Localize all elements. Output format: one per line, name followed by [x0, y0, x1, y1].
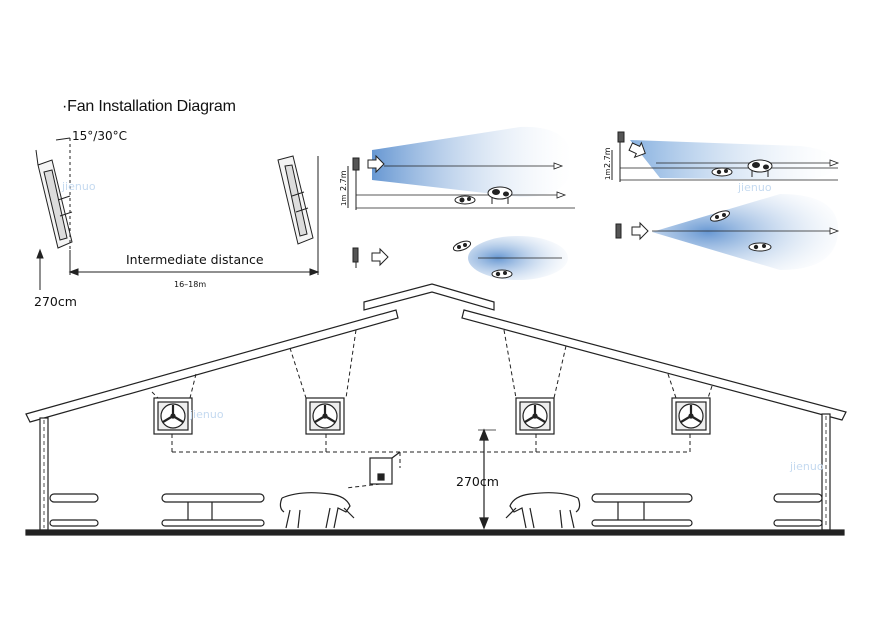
airflow-cone-large — [372, 126, 572, 198]
watermark-2: jienuo — [737, 181, 772, 194]
ceiling-fan-1 — [153, 397, 193, 435]
stall — [161, 493, 265, 527]
airflow-panel-middle — [347, 126, 575, 280]
tilted-fan-right — [277, 155, 314, 245]
cow-icon — [487, 186, 513, 204]
tilted-fan-left — [35, 149, 73, 249]
airflow-cone-upper — [630, 140, 836, 180]
cow-icon — [711, 167, 733, 177]
cow-icon — [279, 492, 355, 529]
wall-mount-detail — [35, 137, 320, 290]
roof-ridge-cap — [363, 283, 495, 311]
floor — [25, 529, 845, 536]
control-box — [369, 457, 393, 485]
airflow-arrow-icon — [367, 154, 385, 174]
height-label-top: 270cm — [34, 294, 77, 309]
stall — [591, 493, 693, 527]
mount-height-label: 1m — [604, 169, 612, 180]
intermediate-distance-label: Intermediate distance — [126, 252, 264, 267]
stall-row — [49, 493, 823, 527]
mount-height-label: 2.7m — [339, 170, 348, 191]
airflow-arrow-icon — [628, 141, 646, 159]
cow-icon — [505, 492, 581, 529]
watermark-3: jienuo — [189, 408, 224, 421]
cow-icon — [747, 159, 773, 177]
ceiling-fan-4 — [671, 397, 711, 435]
roof-right — [461, 309, 847, 421]
airflow-cone-lower — [652, 194, 839, 270]
watermark-4: jienuo — [789, 460, 824, 473]
tilt-angle-label: 15°/30°C — [72, 129, 127, 143]
span-range-label: 16–18m — [174, 280, 206, 289]
barn-cross-section — [25, 283, 847, 536]
cow-icon — [452, 240, 472, 252]
page-title: ·Fan Installation Diagram — [62, 98, 236, 115]
mount-height-label: 1m — [340, 195, 348, 206]
airflow-panel-right — [611, 131, 840, 270]
ceiling-fan-2 — [305, 397, 345, 435]
cow-icon — [710, 210, 730, 222]
airflow-arrow-icon — [631, 221, 649, 241]
cow-icon — [748, 242, 772, 252]
stall — [49, 493, 99, 527]
roof-left — [25, 309, 399, 423]
cow-icon — [491, 269, 513, 279]
cow-icon — [454, 195, 476, 205]
airflow-arrow-icon — [371, 247, 389, 267]
mount-height-label: 2.7m — [603, 147, 612, 168]
height-label-barn: 270cm — [456, 474, 499, 489]
ceiling-fan-3 — [515, 397, 555, 435]
stall — [773, 493, 823, 527]
watermark-1: jienuo — [61, 180, 96, 193]
